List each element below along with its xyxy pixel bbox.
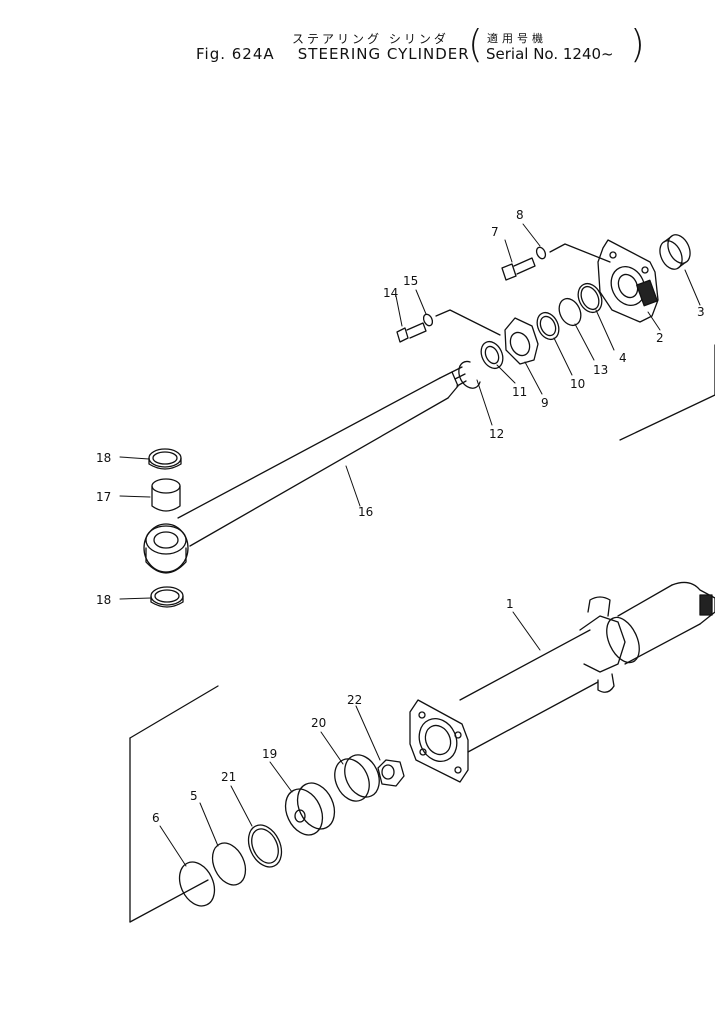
bolt-connector-mid	[435, 309, 501, 336]
washer-8	[535, 246, 547, 260]
bolt-7	[501, 257, 536, 281]
part-label-6: 6	[152, 811, 160, 825]
open-paren: (	[468, 22, 483, 66]
part-label-12: 12	[489, 427, 504, 441]
part-label-1: 1	[506, 597, 514, 611]
part-label-5: 5	[190, 789, 198, 803]
seal-11	[480, 340, 504, 370]
part-label-16: 16	[358, 505, 373, 519]
part-label-8: 8	[516, 208, 524, 222]
part-labels: 1 2 3 4 5 6 7 8 9 10 11 12 13 14 15 16 1…	[96, 208, 705, 825]
part-label-7: 7	[491, 225, 499, 239]
part-label-15: 15	[403, 274, 418, 288]
piston-19	[284, 782, 336, 836]
bolt-14	[396, 322, 427, 343]
part-label-18-bottom: 18	[96, 593, 111, 607]
ring-10	[536, 311, 560, 341]
part-label-18-top: 18	[96, 451, 111, 465]
part-label-17: 17	[96, 490, 111, 504]
leader-lines	[119, 223, 701, 867]
upper-bracket-line	[619, 344, 715, 441]
retainer-9	[504, 317, 539, 365]
lower-bracket-line	[129, 685, 219, 923]
part-label-2: 2	[656, 331, 664, 345]
ring-20	[334, 754, 380, 802]
snap-ring-12	[458, 360, 481, 389]
part-name: STEERING CYLINDER	[297, 45, 470, 63]
part-label-3: 3	[697, 305, 705, 319]
bushing-18-top	[148, 448, 182, 470]
cylinder-tube-1	[409, 581, 715, 783]
part-label-13: 13	[593, 363, 608, 377]
part-label-4: 4	[619, 351, 627, 365]
part-label-14: 14	[383, 286, 398, 300]
part-label-21: 21	[221, 770, 236, 784]
part-label-9: 9	[541, 396, 549, 410]
part-label-11: 11	[512, 385, 527, 399]
bolt-connector-upper	[549, 243, 611, 263]
serial-number: Serial No. 1240~	[486, 45, 614, 63]
figure-number: Fig. 624A	[196, 45, 275, 63]
part-label-22: 22	[347, 693, 362, 707]
gland-flange	[597, 239, 659, 323]
serial-japanese: 適用号機	[487, 32, 547, 45]
bushing-17	[151, 478, 181, 512]
piston-rod-16	[143, 366, 467, 574]
figure-title: Fig. 624A STEERING CYLINDER	[196, 45, 470, 63]
bushing-3	[659, 234, 691, 270]
bushing-18-bottom	[150, 586, 184, 608]
part-label-10: 10	[570, 377, 585, 391]
ring-13	[558, 297, 582, 327]
ring-4	[577, 282, 603, 314]
part-label-19: 19	[262, 747, 277, 761]
ring-5	[211, 842, 247, 886]
title-japanese: ステアリング シリンダ	[292, 32, 449, 46]
ring-6	[178, 861, 216, 907]
part-label-20: 20	[311, 716, 326, 730]
nut-22	[377, 759, 405, 787]
ring-21	[247, 824, 283, 868]
washer-15	[422, 313, 434, 327]
close-paren: )	[630, 22, 645, 66]
